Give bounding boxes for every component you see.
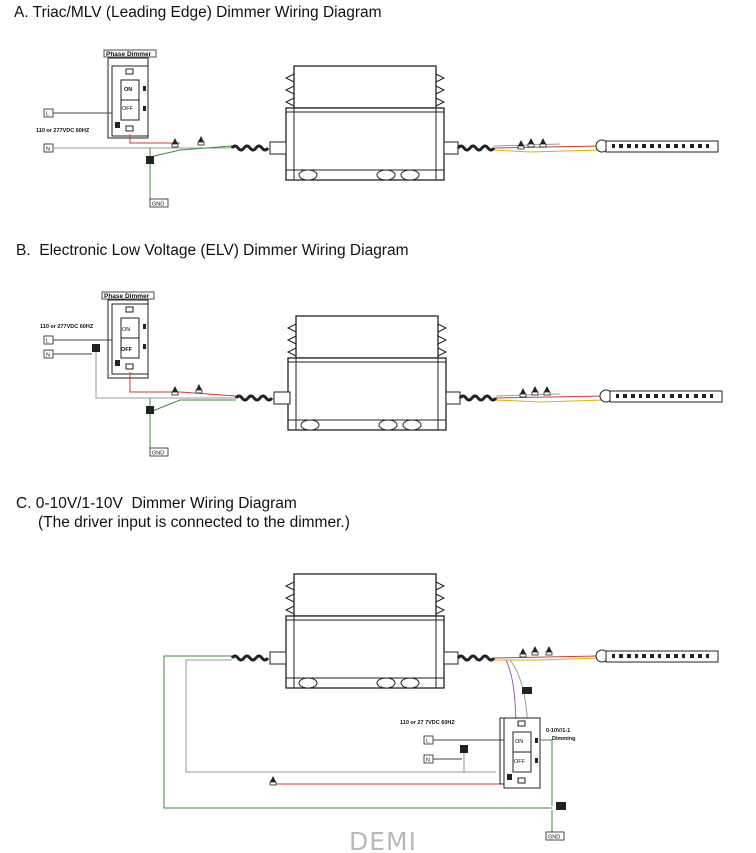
dimming-label-top: 0-10V/1-1 [546, 728, 570, 734]
section-c-subtitle: (The driver input is connected to the di… [38, 514, 350, 531]
line-label-b: L [46, 339, 49, 345]
section-b-title: B. Electronic Low Voltage (ELV) Dimmer W… [16, 242, 409, 259]
off-label-a: OFF [122, 106, 134, 112]
dimmer-switch-b [111, 303, 149, 375]
diagram-c: ON OFF 110 or 27 7VDC 60HZ 0-10V/1-1 Dim… [163, 573, 719, 841]
led-driver-a [285, 65, 445, 181]
neutral-label-a: N [46, 147, 50, 153]
line-label-a: L [46, 112, 49, 118]
on-label-b: ON [122, 327, 130, 333]
led-driver-c [285, 573, 445, 689]
ground-label-b: GND [152, 451, 164, 457]
phase-dimmer-label-b: Phase Dimmer [104, 293, 150, 300]
off-label-b: OFF [121, 347, 133, 353]
on-label-a: ON [124, 87, 132, 93]
phase-dimmer-label-a: Phase Dimmer [106, 51, 152, 58]
neutral-label-c: N [426, 758, 430, 764]
section-a-title: A. Triac/MLV (Leading Edge) Dimmer Wirin… [14, 4, 382, 21]
ground-label-c: GND [548, 835, 560, 841]
watermark-logo: DEMI [349, 827, 417, 853]
line-label-c: L [426, 739, 429, 745]
diagram-a: Phase Dimmer ON OFF L 110 or 277VDC 60HZ… [36, 49, 719, 208]
voltage-label-a: 110 or 277VDC 60HZ [36, 128, 90, 134]
neutral-label-b: N [46, 353, 50, 359]
diagram-b: Phase Dimmer ON OFF 110 or 277VDC 60HZ L… [40, 291, 723, 457]
dimmer-switch-c [503, 717, 541, 789]
led-strip-a [595, 139, 719, 153]
voltage-label-c: 110 or 27 7VDC 60HZ [400, 720, 455, 726]
dimmer-switch-a [111, 65, 149, 137]
led-driver-b [287, 315, 447, 431]
off-label-c: OFF [514, 759, 526, 765]
dimming-label-bottom: Dimming [552, 736, 576, 742]
led-strip-c [595, 649, 719, 663]
voltage-label-b: 110 or 277VDC 60HZ [40, 324, 94, 330]
on-label-c: ON [515, 739, 523, 745]
ground-label-a: GND [152, 202, 164, 208]
led-strip-b [599, 389, 723, 403]
section-c-title: C. 0-10V/1-10V Dimmer Wiring Diagram [16, 495, 297, 512]
